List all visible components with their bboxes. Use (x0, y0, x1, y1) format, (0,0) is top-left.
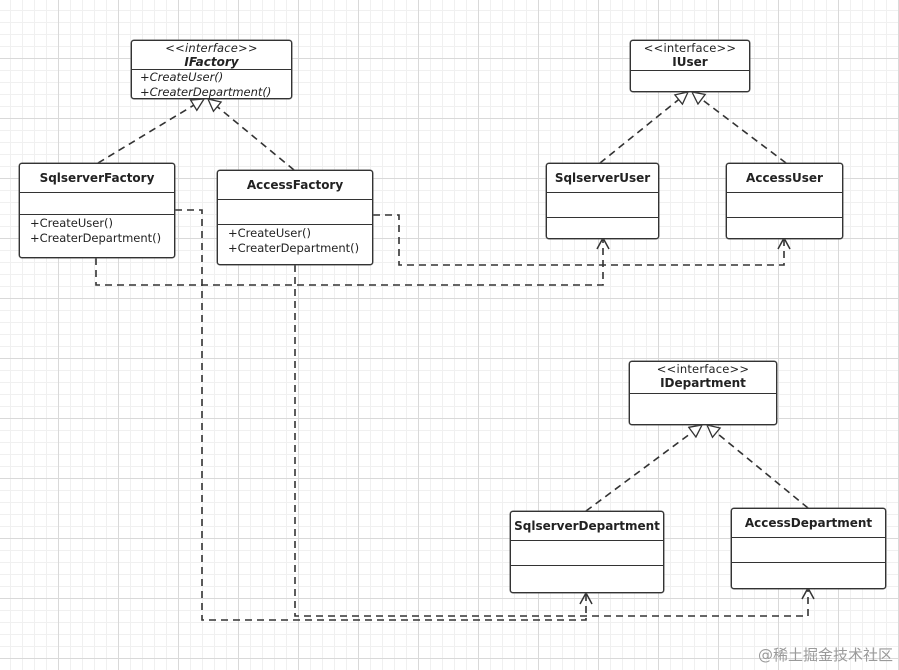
ifactory-stereotype: <<interface>> (165, 41, 258, 55)
iuser-body (631, 70, 749, 91)
ifactory-methods: +CreateUser() +CreaterDepartment() (132, 69, 291, 101)
iuser-stereotype: <<interface>> (643, 41, 737, 55)
sqlserveruser-class[interactable]: SqlserverUser (546, 163, 659, 239)
ifactory-interface[interactable]: <<interface>> IFactory +CreateUser() +Cr… (131, 40, 292, 99)
sqlserverdepartment-name: SqlserverDepartment (514, 519, 660, 533)
realization-accessuser-iuser (692, 92, 787, 164)
sqlserveruser-methods (547, 217, 658, 238)
accessfactory-class[interactable]: AccessFactory +CreateUser() +CreaterDepa… (217, 170, 373, 265)
dependency-sqlserverfactory-sqlserverdepartment (175, 209, 586, 621)
accessuser-class[interactable]: AccessUser (726, 163, 843, 239)
accessfactory-method-creater-department: +CreaterDepartment() (228, 241, 360, 255)
accessdepartment-methods (732, 562, 885, 588)
sqlserverfactory-name: SqlserverFactory (39, 171, 155, 185)
accessfactory-method-create-user: +CreateUser() (228, 226, 312, 240)
realization-sqlserveruser-iuser (599, 92, 688, 164)
accessdepartment-class[interactable]: AccessDepartment (731, 508, 886, 589)
dependency-sqlserverfactory-sqlserveruser (95, 238, 603, 286)
sqlserverdepartment-methods (511, 565, 663, 592)
dependency-accessfactory-accessuser (373, 214, 784, 266)
sqlserverfactory-method-creater-department: +CreaterDepartment() (30, 231, 162, 245)
accessfactory-attributes (218, 199, 372, 224)
accessuser-attributes (727, 192, 842, 217)
realization-accessfactory-ifactory (208, 99, 295, 171)
idepartment-name: IDepartment (660, 376, 746, 390)
dependency-accessfactory-accessdepartment (294, 265, 808, 617)
ifactory-method-creater-department: +CreaterDepartment() (140, 85, 272, 99)
sqlserverfactory-class[interactable]: SqlserverFactory +CreateUser() +CreaterD… (19, 163, 175, 258)
iuser-interface[interactable]: <<interface>> IUser (630, 40, 750, 92)
idepartment-stereotype: <<interface>> (656, 362, 750, 376)
realization-sqlserverdepartment-idepartment (585, 425, 702, 512)
accessfactory-methods: +CreateUser() +CreaterDepartment() (218, 224, 372, 264)
accessuser-methods (727, 217, 842, 238)
sqlserveruser-name: SqlserverUser (554, 171, 651, 185)
sqlserverdepartment-attributes (511, 540, 663, 565)
realization-sqlserverfactory-ifactory (97, 99, 204, 164)
accessuser-name: AccessUser (746, 171, 823, 185)
accessfactory-name: AccessFactory (246, 178, 344, 192)
sqlserverfactory-methods: +CreateUser() +CreaterDepartment() (20, 214, 174, 257)
watermark: @稀土掘金技术社区 (757, 646, 893, 664)
sqlserverfactory-attributes (20, 192, 174, 214)
sqlserveruser-attributes (547, 192, 658, 217)
iuser-name: IUser (672, 55, 708, 69)
realization-accessdepartment-idepartment (707, 425, 809, 509)
sqlserverfactory-method-create-user: +CreateUser() (30, 216, 114, 230)
ifactory-method-create-user: +CreateUser() (140, 70, 224, 84)
idepartment-body (630, 393, 776, 424)
accessdepartment-name: AccessDepartment (744, 516, 873, 530)
idepartment-interface[interactable]: <<interface>> IDepartment (629, 361, 777, 425)
accessdepartment-attributes (732, 537, 885, 562)
sqlserverdepartment-class[interactable]: SqlserverDepartment (510, 511, 664, 593)
ifactory-name: IFactory (184, 55, 239, 69)
